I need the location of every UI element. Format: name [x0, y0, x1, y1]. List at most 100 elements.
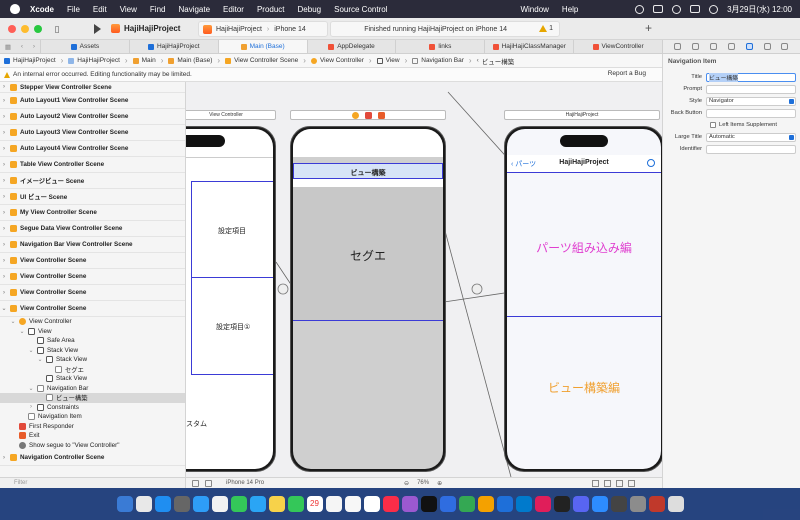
top-section[interactable]: パーツ組み込み編	[507, 173, 661, 317]
breadcrumb-item[interactable]: View	[376, 56, 413, 65]
forward-icon[interactable]: ›	[32, 43, 36, 50]
keynote-icon[interactable]	[439, 496, 456, 512]
messages-icon[interactable]	[230, 496, 247, 512]
outline-scene-row[interactable]: ›View Controller Scene	[0, 285, 185, 301]
back-button-field[interactable]	[706, 108, 796, 118]
device-config-label[interactable]: iPhone 14 Pro	[226, 480, 265, 486]
storyboard-canvas[interactable]: View Controller 設定項目 設定項目① カスタム	[186, 82, 662, 477]
navigation-bar[interactable]: ビュー構築	[293, 163, 443, 179]
history-inspector-icon[interactable]	[692, 43, 700, 50]
tab-assets[interactable]: Assets	[40, 40, 129, 53]
outline-item[interactable]: Exit	[0, 431, 185, 441]
segue-icon[interactable]	[277, 283, 289, 295]
launchpad-icon[interactable]	[135, 496, 152, 512]
large-title-select[interactable]: Automatic	[706, 132, 796, 142]
tab-project[interactable]: HajiHajiProject	[128, 40, 218, 53]
disclosure-icon[interactable]: ⌄	[1, 306, 7, 312]
apple-tv-icon[interactable]	[420, 496, 437, 512]
outline-scene-row[interactable]: ›イメージビュー Scene	[0, 173, 185, 189]
resolve-issues-icon[interactable]	[628, 479, 636, 487]
menu-edit[interactable]: Edit	[92, 4, 107, 14]
disclosure-icon[interactable]: ›	[3, 161, 5, 168]
outline-item[interactable]: ⌄Stack View	[0, 346, 185, 356]
outline-scene-row[interactable]: ›Stepper View Controller Scene	[0, 82, 185, 93]
safari-icon[interactable]	[192, 496, 209, 512]
style-select[interactable]: Navigator	[706, 96, 796, 106]
table-cell[interactable]: 設定項目①	[191, 278, 273, 375]
sidebar-toggle-icon[interactable]: ▯	[54, 23, 60, 34]
disclosure-icon[interactable]: ›	[3, 129, 5, 136]
warning-indicator[interactable]: 1	[539, 25, 553, 32]
tab-appdelegate[interactable]: AppDelegate	[306, 40, 396, 53]
disclosure-icon[interactable]: ›	[3, 454, 5, 461]
pages-icon[interactable]	[477, 496, 494, 512]
bottom-section[interactable]: ビュー構築編	[507, 317, 661, 469]
navigation-bar[interactable]: ‹ パーツ HajiHajiProject	[507, 155, 661, 173]
outline-item[interactable]: ⌄Navigation Bar	[0, 384, 185, 394]
disclosure-icon[interactable]: ›	[30, 404, 32, 411]
terminal-icon[interactable]	[553, 496, 570, 512]
chrome-icon[interactable]	[211, 496, 228, 512]
scene-dock[interactable]	[290, 110, 446, 120]
disclosure-icon[interactable]: ›	[3, 84, 5, 90]
breadcrumb-item[interactable]: Main	[132, 56, 169, 65]
dictionary-icon[interactable]	[648, 496, 665, 512]
identity-inspector-icon[interactable]	[727, 43, 735, 50]
zoom-in-icon[interactable]: ⊕	[437, 480, 443, 487]
zoom-out-icon[interactable]: ⊖	[404, 480, 410, 487]
device-screen[interactable]: ビュー構築 セグエ	[293, 129, 443, 469]
outline-item[interactable]: ビュー構築	[0, 393, 185, 403]
menu-file[interactable]: File	[67, 4, 80, 14]
wifi-icon[interactable]	[672, 4, 682, 14]
spotlight-icon[interactable]	[709, 4, 719, 14]
disclosure-icon[interactable]: ›	[3, 113, 5, 120]
breadcrumb-item[interactable]: View Controller Scene	[225, 56, 311, 65]
globe-icon[interactable]	[647, 159, 655, 167]
outline-scene-row[interactable]: ›UI ビュー Scene	[0, 189, 185, 205]
camera-status-icon[interactable]	[635, 4, 645, 14]
tab-viewcontroller[interactable]: ViewController	[573, 40, 662, 53]
disclosure-icon[interactable]: ⌄	[37, 357, 43, 364]
tab-classmanager[interactable]: HajiHajiClassManager	[484, 40, 573, 53]
outline-scene-row[interactable]: ›View Controller Scene	[0, 253, 185, 269]
outline-scene-row[interactable]: ›Auto Layout2 View Controller Scene	[0, 109, 185, 125]
disclosure-icon[interactable]: ›	[3, 145, 5, 152]
menu-view[interactable]: View	[119, 4, 137, 14]
breadcrumb-item[interactable]: Navigation Bar	[412, 56, 476, 65]
mail-icon[interactable]	[249, 496, 266, 512]
size-inspector-icon[interactable]	[763, 43, 771, 50]
disclosure-icon[interactable]: ⌄	[28, 385, 34, 392]
outline-item[interactable]: Navigation Item	[0, 412, 185, 422]
outline-scene-row[interactable]: ›Segue Data View Controller Scene	[0, 221, 185, 237]
facetime-icon[interactable]	[287, 496, 304, 512]
outline-scene-row[interactable]: ›Navigation Bar View Controller Scene	[0, 237, 185, 253]
app-store-icon[interactable]	[154, 496, 171, 512]
breadcrumb-item[interactable]: HajiHajiProject	[4, 56, 68, 65]
outline-item[interactable]: ›Constraints	[0, 403, 185, 413]
menu-editor[interactable]: Editor	[223, 4, 244, 14]
outline-item[interactable]: First Responder	[0, 422, 185, 432]
zoom-icon[interactable]	[591, 496, 608, 512]
menu-find[interactable]: Find	[149, 4, 166, 14]
outline-scene-row[interactable]: ›Auto Layout1 View Controller Scene	[0, 93, 185, 109]
scene-dock[interactable]: HajiHajiProject	[504, 110, 660, 120]
run-button[interactable]	[94, 23, 101, 34]
zoom-window-button[interactable]	[34, 24, 42, 33]
outline-scene-row[interactable]: ›Auto Layout4 View Controller Scene	[0, 141, 185, 157]
outline-item[interactable]: ⌄Stack View	[0, 355, 185, 365]
vscode-icon[interactable]	[515, 496, 532, 512]
notes-icon[interactable]	[363, 496, 380, 512]
finder-icon[interactable]	[116, 496, 133, 512]
menu-window[interactable]: Window	[520, 4, 549, 14]
music-icon[interactable]	[382, 496, 399, 512]
grid-icon[interactable]: ▦	[4, 43, 12, 51]
calculator-icon[interactable]	[610, 496, 627, 512]
identifier-field[interactable]	[706, 144, 796, 154]
discord-icon[interactable]	[572, 496, 589, 512]
disclosure-icon[interactable]: ›	[3, 257, 5, 264]
outline-item[interactable]: Stack View	[0, 374, 185, 384]
outline-item[interactable]: Show segue to "View Controller"	[0, 441, 185, 451]
outline-scene-row[interactable]: ›Table View Controller Scene	[0, 157, 185, 173]
breadcrumb-item[interactable]: Main (Base)	[168, 56, 225, 65]
reminders-icon[interactable]	[344, 496, 361, 512]
